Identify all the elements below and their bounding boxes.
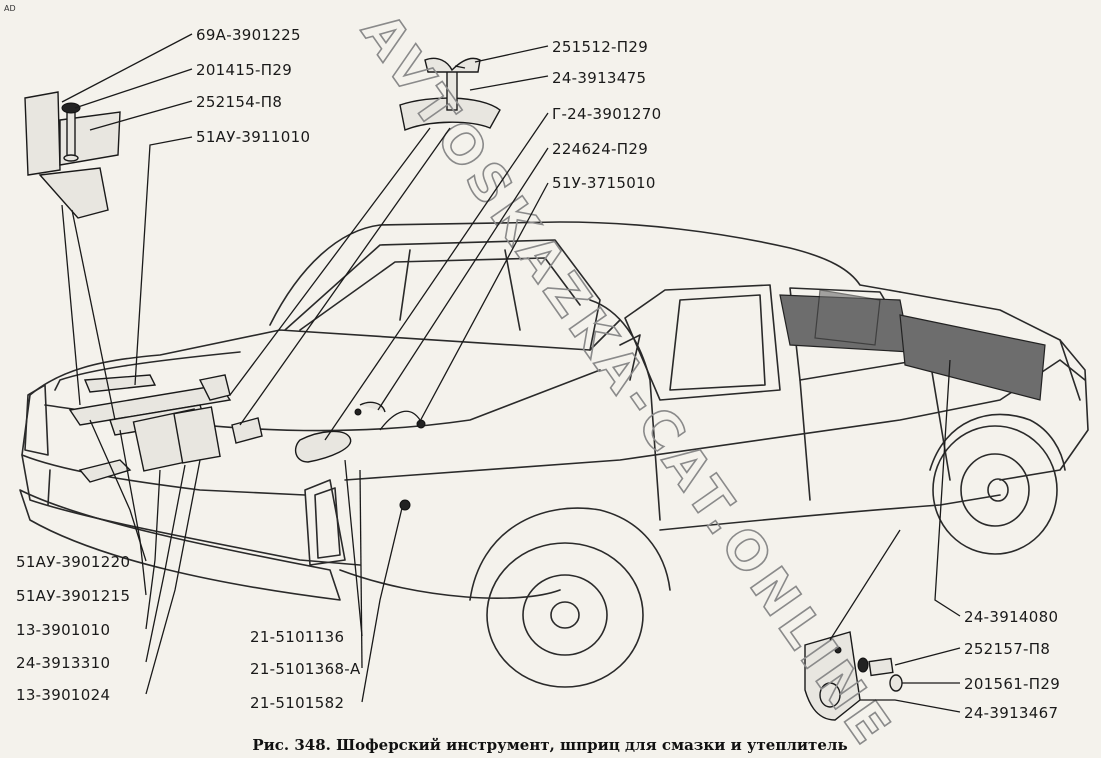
figure-caption: Рис. 348. Шоферский инструмент, шприц дл… — [252, 736, 847, 754]
label-252157-p8: 252157-П8 — [964, 640, 1050, 658]
label-24-3913310: 24-3913310 — [16, 654, 110, 672]
corner-mark: AD — [4, 4, 16, 13]
radiator-cover-insulation — [779, 289, 1046, 401]
label-21-5101136: 21-5101136 — [250, 628, 344, 646]
lubrication-syringe — [294, 401, 426, 463]
label-24-3913475: 24-3913475 — [552, 69, 646, 87]
wingnut-clamp-inset — [399, 57, 501, 131]
label-24-3913467: 24-3913467 — [964, 704, 1058, 722]
label-21-5101582: 21-5101582 — [250, 694, 344, 712]
hanger-bracket-inset — [804, 631, 903, 721]
label-21-5101368-a: 21-5101368-А — [250, 660, 361, 678]
label-g-24-3901270: Г-24-3901270 — [552, 105, 661, 123]
label-69a-3901225: 69А-3901225 — [196, 26, 301, 44]
label-201415-p29: 201415-П29 — [196, 61, 292, 79]
label-201561-p29: 201561-П29 — [964, 675, 1060, 693]
label-51au-3911010: 51АУ-3911010 — [196, 128, 310, 146]
label-251512-p29: 251512-П29 — [552, 38, 648, 56]
label-51u-3715010: 51У-3715010 — [552, 174, 656, 192]
label-224624-p29: 224624-П29 — [552, 140, 648, 158]
label-252154-p8: 252154-П8 — [196, 93, 282, 111]
bracket-assembly-inset — [24, 91, 121, 219]
label-24-3914080: 24-3914080 — [964, 608, 1058, 626]
label-51au-3901220: 51АУ-3901220 — [16, 553, 130, 571]
leader-lines — [61, 33, 961, 713]
label-13-3901024: 13-3901024 — [16, 686, 110, 704]
label-51au-3901215: 51АУ-3901215 — [16, 587, 130, 605]
jack-block — [231, 417, 263, 444]
trunk-tools — [68, 374, 232, 483]
label-13-3901010: 13-3901010 — [16, 621, 110, 639]
part-labels: 69А-3901225 201415-П29 252154-П8 51АУ-39… — [16, 26, 1060, 722]
